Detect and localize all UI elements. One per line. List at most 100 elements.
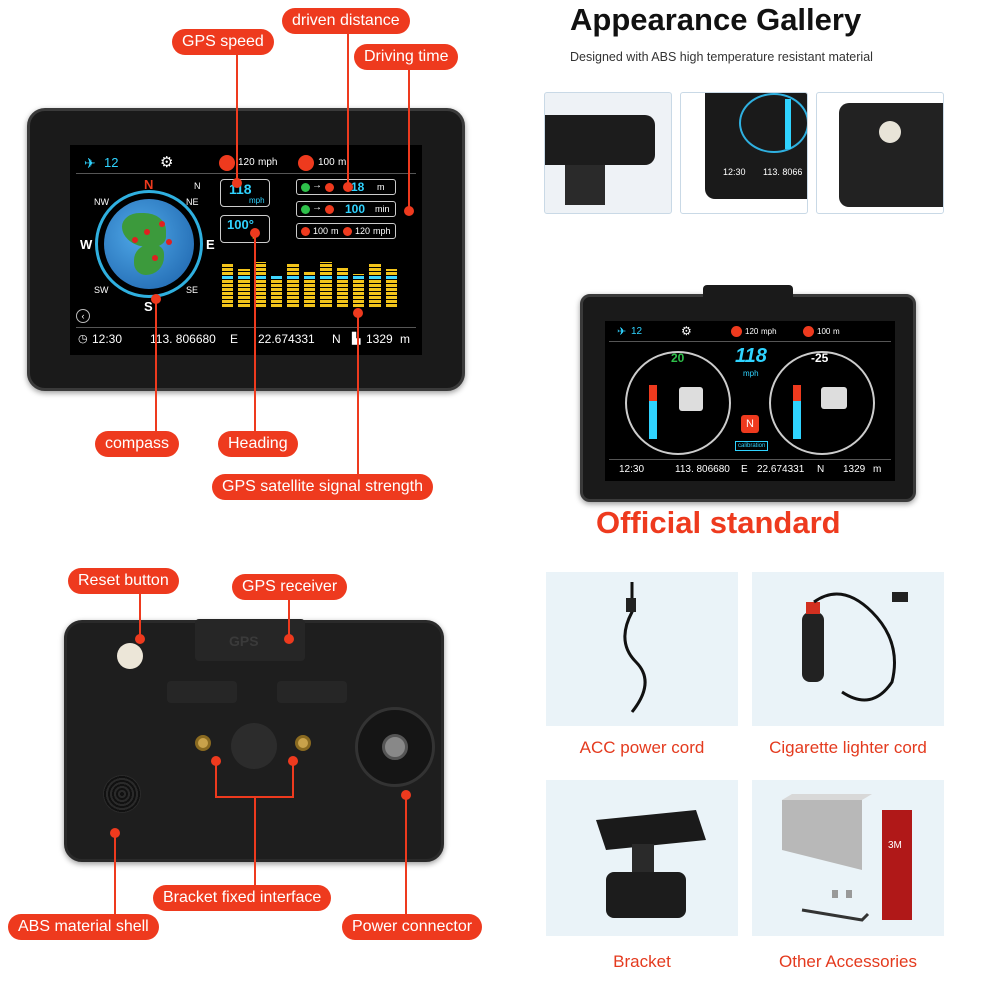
signal-strength-bars: [220, 257, 400, 307]
thumb-clock: 12:30: [723, 167, 746, 177]
label-driving-time: Driving time: [354, 44, 459, 70]
bracket-caption: Bracket: [613, 952, 671, 971]
compass-ne: NE: [186, 197, 199, 207]
official-alt-unit: m: [873, 464, 882, 475]
compass-ring: [95, 190, 203, 298]
compass-sw: SW: [94, 285, 109, 295]
official-device: ✈ 12 ⚙ 120 mph 100 m 20 -25 118 mph N ca…: [580, 285, 916, 502]
settings-icon[interactable]: ⚙: [160, 154, 174, 171]
official-distance-unit: m: [833, 327, 840, 336]
bottom-limit-2-unit: mph: [373, 226, 391, 236]
other-accessories-image: 3M: [752, 780, 944, 936]
distance-limit: 100: [318, 157, 335, 168]
signal-bar-cap: [271, 276, 283, 279]
bracket-image: [546, 780, 738, 936]
signal-bar: [303, 272, 316, 307]
back-arrow-icon[interactable]: ‹: [76, 309, 90, 323]
signal-bar-cap: [254, 276, 267, 279]
altitude-icon: ▙: [352, 332, 360, 345]
label-heading: Heading: [218, 431, 298, 457]
official-satellites: 12: [631, 326, 643, 337]
official-clock: 12:30: [619, 464, 645, 475]
satellite-icon: ✈: [84, 155, 96, 171]
signal-bar: [271, 277, 283, 307]
time-value-unit: min: [375, 204, 390, 214]
official-compass: N: [741, 415, 759, 433]
signal-bar-cap: [336, 276, 348, 279]
official-settings-icon[interactable]: ⚙: [681, 324, 692, 338]
official-longitude: 113. 806680: [675, 464, 730, 475]
compass-n-secondary: N: [194, 181, 201, 191]
time-box: → 100 min: [296, 201, 396, 217]
official-speed-unit2: mph: [743, 369, 759, 378]
speed-unit: mph: [249, 196, 265, 205]
altitude-unit: m: [400, 332, 410, 346]
signal-bar-cap: [320, 276, 332, 279]
gallery-thumb-front[interactable]: 12:30 113. 8066: [680, 92, 808, 214]
signal-bar-cap: [222, 276, 234, 279]
official-calibrate[interactable]: calibration: [735, 441, 769, 451]
signal-bar-cap: [352, 276, 365, 279]
signal-bar: [222, 264, 234, 307]
signal-bar: [336, 267, 348, 307]
official-lat-dir: N: [817, 464, 825, 475]
limits-box: 100 m 120 mph: [296, 223, 396, 239]
signal-bar-cap: [287, 276, 299, 279]
signal-bar-cap: [303, 276, 316, 279]
label-bracket-interface: Bracket fixed interface: [153, 885, 332, 911]
clock: 12:30: [92, 332, 123, 346]
power-connector[interactable]: [355, 707, 435, 787]
gallery-thumb-side[interactable]: [544, 92, 672, 214]
signal-bar: [287, 264, 299, 307]
longitude: 113. 806680: [150, 332, 216, 346]
bottom-limit-1-unit: m: [331, 226, 339, 236]
compass-e: E: [206, 237, 215, 252]
official-standard-title: Official standard: [596, 505, 841, 540]
reset-button[interactable]: [117, 643, 143, 669]
heading-box: 100° ➚: [220, 215, 270, 243]
latitude-dir: N: [332, 332, 341, 346]
label-power-connector: Power connector: [342, 914, 483, 940]
signal-bar: [254, 262, 267, 307]
gallery-thumb-back[interactable]: [816, 92, 944, 214]
label-gps-speed: GPS speed: [172, 29, 274, 55]
latitude: 22.674331: [258, 332, 315, 346]
clock-icon: ◷: [78, 333, 88, 345]
distance-limit-icon: [298, 155, 314, 171]
heading-value: 100°: [227, 217, 254, 232]
longitude-dir: E: [230, 332, 239, 346]
official-right-gauge: [769, 351, 875, 455]
label-gps-receiver: GPS receiver: [232, 574, 348, 600]
satellite-count: 12: [104, 155, 119, 170]
signal-bar-cap: [385, 276, 397, 279]
official-latitude: 22.674331: [757, 464, 805, 475]
signal-bar: [320, 262, 332, 307]
signal-bar-cap: [369, 276, 381, 279]
official-right-value: -25: [811, 351, 829, 365]
distance-value-unit: m: [377, 182, 385, 192]
compass-s: S: [144, 299, 153, 314]
official-lon-dir: E: [741, 464, 748, 475]
front-screen: ✈ 12 ⚙ 120 mph 100 m N S E W NE NW SE SW…: [70, 145, 422, 355]
official-distance-limit: 100: [817, 327, 831, 336]
cigarette-lighter-cord-image: [752, 572, 944, 726]
label-gps-signal: GPS satellite signal strength: [212, 474, 433, 500]
bottom-limit-1: 100: [313, 226, 329, 236]
official-altitude: 1329: [843, 464, 866, 475]
signal-bar: [352, 274, 365, 307]
acc-power-cord-caption: ACC power cord: [579, 738, 705, 757]
compass-n: N: [144, 177, 154, 192]
altitude: 1329: [366, 332, 393, 346]
official-left-value: 20: [671, 351, 685, 365]
speed-limit-icon: [219, 155, 235, 171]
gallery-title: Appearance Gallery: [570, 2, 862, 37]
official-satellite-icon: ✈: [617, 326, 627, 338]
signal-bar-cap: [238, 276, 250, 279]
tape-brand: 3M: [888, 840, 902, 851]
compass-w: W: [80, 237, 93, 252]
compass-se: SE: [186, 285, 199, 295]
bracket-screw-right: [295, 735, 311, 751]
globe: [104, 199, 194, 289]
bracket-screw-left: [195, 735, 211, 751]
label-reset-button: Reset button: [68, 568, 179, 594]
